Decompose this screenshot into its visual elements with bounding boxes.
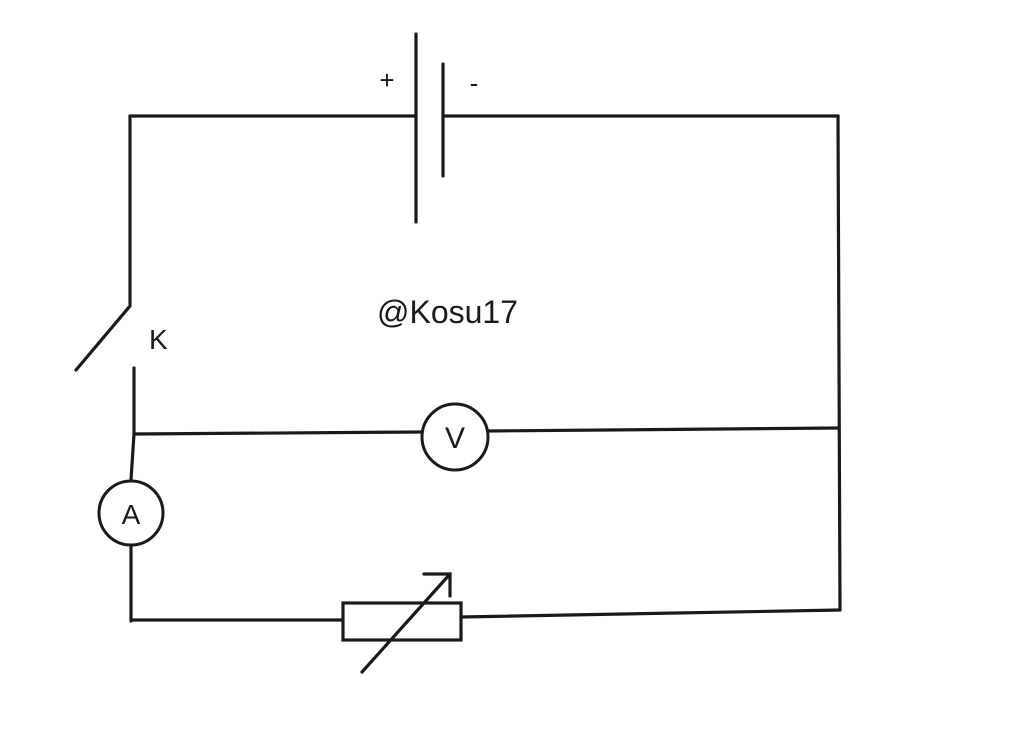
ammeter-label: A bbox=[122, 499, 141, 530]
battery-positive-label: + bbox=[379, 65, 394, 95]
rheostat-arrow-head bbox=[422, 572, 452, 598]
voltmeter-label: V bbox=[445, 422, 465, 455]
wire-voltmeter-left bbox=[132, 430, 424, 436]
wire-voltmeter-right bbox=[486, 426, 841, 433]
wire-bottom-right bbox=[459, 608, 842, 619]
rheostat-arrow-shaft bbox=[360, 572, 452, 674]
watermark-text: @Kosu17 bbox=[377, 294, 518, 330]
voltmeter-circle bbox=[420, 402, 490, 472]
switch-label: K bbox=[149, 324, 168, 355]
wire-ammeter-upper bbox=[129, 432, 136, 482]
switch-blade bbox=[74, 304, 132, 372]
rheostat-body bbox=[341, 601, 463, 642]
battery-negative-label: - bbox=[470, 68, 479, 98]
wire-right bbox=[836, 114, 842, 612]
